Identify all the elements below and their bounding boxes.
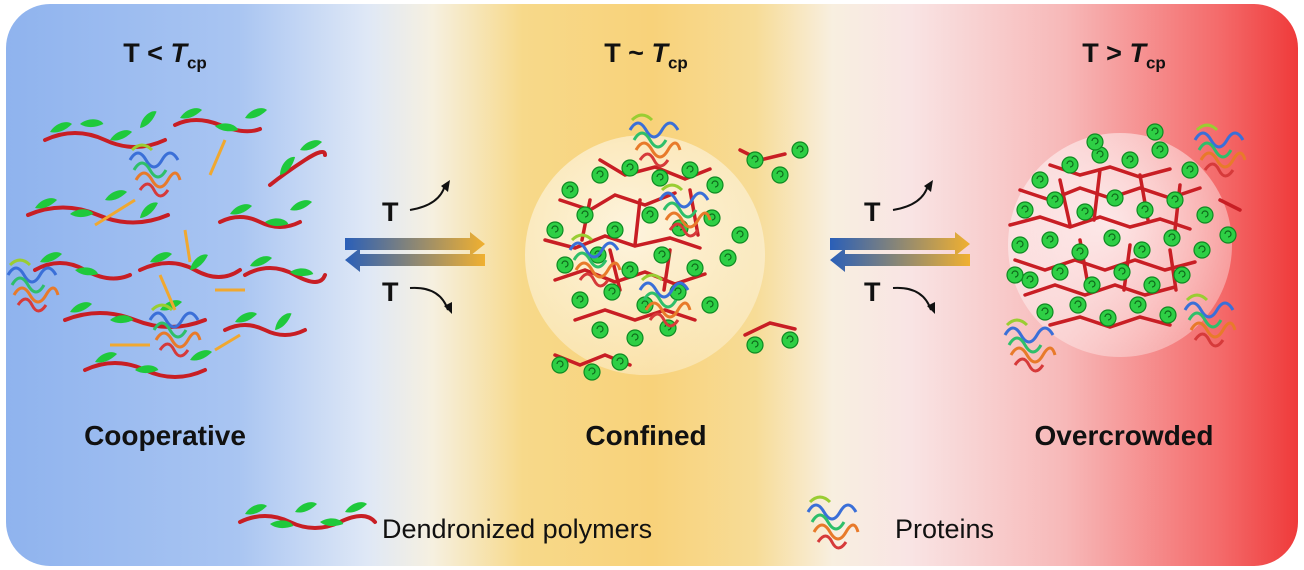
legend-protein-label: Proteins [895,514,995,544]
protein-icon [1193,123,1247,178]
protein-icon [6,258,60,313]
heading-overcrowded: T > Tcp [1082,38,1166,73]
cooperative-cluster [6,108,327,379]
protein-icon [128,143,182,198]
legend-polymer-label: Dendronized polymers [382,514,653,544]
heading-cooperative: T < Tcp [123,38,207,73]
heading-confined: T ~ Tcp [604,38,688,73]
temperature-decrease-label: T [864,277,881,307]
temperature-increase-label: T [864,197,881,227]
equilibrium-arrows-2 [830,180,970,314]
overcrowded-cluster [1003,123,1247,373]
temperature-increase-label: T [382,197,399,227]
confined-cluster [525,113,809,381]
label-confined: Confined [585,420,707,451]
protein-icon [1003,318,1057,373]
label-cooperative: Cooperative [84,420,246,451]
equilibrium-arrows-1 [345,180,485,314]
label-overcrowded: Overcrowded [1034,420,1214,451]
legend-protein-glyph [806,495,860,550]
temperature-decrease-label: T [382,277,399,307]
legend-polymer-glyph [238,502,377,534]
protein-icon [148,303,202,358]
